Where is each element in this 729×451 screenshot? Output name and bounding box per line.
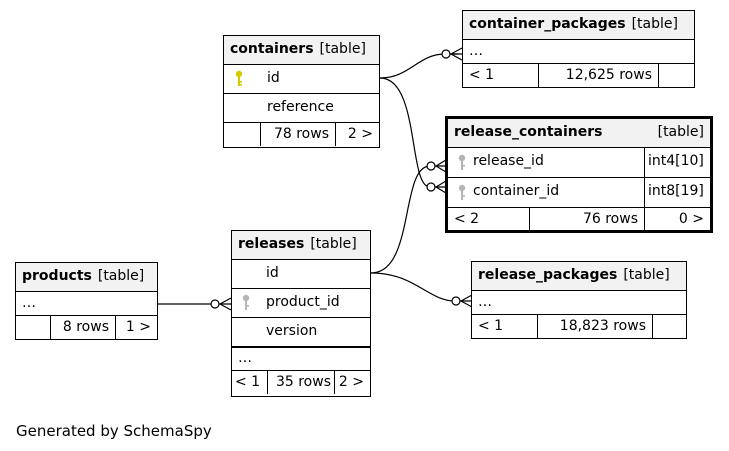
column-type: int4[10] — [644, 148, 710, 177]
column-name: version — [266, 323, 318, 339]
row-count: 18,823 rows — [537, 315, 652, 338]
children-cell — [652, 315, 686, 338]
edge-containers-release-containers — [379, 77, 446, 188]
parents-cell — [224, 123, 260, 146]
column-name: … — [238, 350, 252, 366]
column-name: … — [469, 43, 483, 59]
row-count: 12,625 rows — [538, 64, 658, 87]
table-header[interactable]: products [table] — [16, 263, 157, 291]
table-type: [table] — [319, 41, 366, 57]
table-name: products — [22, 268, 92, 284]
column-row-id[interactable]: id — [224, 64, 379, 93]
column-row-ellipsis[interactable]: … — [232, 346, 370, 370]
table-container-packages[interactable]: container_packages [table] … < 1 12,625 r… — [462, 10, 695, 88]
children-count[interactable]: 2 > — [334, 371, 370, 394]
column-row-ellipsis[interactable]: … — [472, 290, 686, 314]
parents-count[interactable]: < 1 — [478, 318, 504, 334]
row-count: 35 rows — [267, 371, 334, 394]
children-count[interactable]: 1 > — [115, 316, 157, 339]
table-footer: < 1 12,625 rows — [463, 63, 694, 87]
table-products[interactable]: products [table] … 8 rows 1 > — [15, 262, 158, 340]
column-row-ellipsis[interactable]: … — [463, 39, 694, 63]
table-release-packages[interactable]: release_packages [table] … < 1 18,823 row… — [471, 261, 687, 339]
column-type: int8[19] — [644, 178, 710, 207]
parents-cell — [16, 316, 50, 339]
foreign-key-icon — [458, 184, 466, 200]
column-name: reference — [267, 99, 334, 115]
column-row-id[interactable]: id — [232, 259, 370, 288]
children-count[interactable]: 2 > — [335, 123, 379, 146]
table-header[interactable]: release_packages [table] — [472, 262, 686, 290]
table-footer: 8 rows 1 > — [16, 315, 157, 339]
table-footer: < 2 76 rows 0 > — [448, 207, 710, 231]
column-name: product_id — [266, 294, 340, 310]
edge-releases-release-containers — [370, 165, 446, 274]
column-name: … — [478, 294, 492, 310]
parents-count[interactable]: < 2 — [454, 211, 480, 227]
column-row-ellipsis[interactable]: … — [16, 291, 157, 315]
column-row-product-id[interactable]: product_id — [232, 288, 370, 317]
table-type: [table] — [623, 267, 670, 283]
table-header[interactable]: releases [table] — [232, 231, 370, 259]
primary-key-icon — [235, 70, 243, 86]
column-row-container-id[interactable]: container_id int8[19] — [448, 177, 710, 207]
foreign-key-icon — [458, 154, 466, 170]
column-name: id — [266, 265, 279, 281]
column-name: release_id — [473, 153, 544, 169]
table-releases[interactable]: releases[table] id product_id version … … — [231, 230, 371, 397]
crow-foot-container-packages — [441, 49, 451, 59]
column-name: id — [267, 70, 280, 86]
table-type: [table] — [657, 124, 704, 140]
generated-by-credit: Generated by SchemaSpy — [16, 422, 212, 440]
crow-foot-release-containers-container-id — [426, 182, 436, 192]
children-count[interactable]: 0 > — [644, 208, 710, 231]
table-type: [table] — [631, 16, 678, 32]
table-header[interactable]: containers [table] — [224, 36, 379, 64]
column-row-release-id[interactable]: release_id int4[10] — [448, 147, 710, 177]
children-cell — [658, 64, 694, 87]
table-name: containers — [230, 41, 314, 57]
table-name: container_packages — [469, 16, 626, 32]
table-footer: < 1 35 rows 2 > — [232, 370, 370, 394]
table-release-containers[interactable]: release_containers [table] release_id int… — [445, 116, 713, 233]
table-footer: < 1 18,823 rows — [472, 314, 686, 338]
row-count: 78 rows — [260, 123, 335, 146]
table-type: [table] — [310, 236, 357, 252]
table-name: releases — [238, 236, 305, 252]
table-type: [table] — [97, 268, 145, 284]
column-row-version[interactable]: version — [232, 317, 370, 346]
table-name: release_packages — [478, 267, 618, 283]
table-header[interactable]: release_containers [table] — [448, 119, 710, 147]
crow-foot-release-containers-release-id — [426, 161, 436, 171]
column-name: … — [22, 295, 36, 311]
crow-foot-releases-product-id — [210, 299, 220, 309]
table-name: release_containers — [454, 124, 603, 140]
parents-count[interactable]: < 1 — [469, 67, 495, 83]
parents-count[interactable]: < 1 — [235, 374, 261, 390]
table-footer: 78 rows 2 > — [224, 122, 379, 146]
crow-foot-release-packages — [451, 296, 461, 306]
column-name: container_id — [473, 183, 560, 199]
row-count: 76 rows — [529, 208, 644, 231]
table-containers[interactable]: containers [table] id reference 78 rows 2… — [223, 35, 380, 148]
column-row-reference[interactable]: reference — [224, 93, 379, 122]
foreign-key-icon — [242, 294, 250, 310]
table-header[interactable]: container_packages [table] — [463, 11, 694, 39]
row-count: 8 rows — [50, 316, 115, 339]
